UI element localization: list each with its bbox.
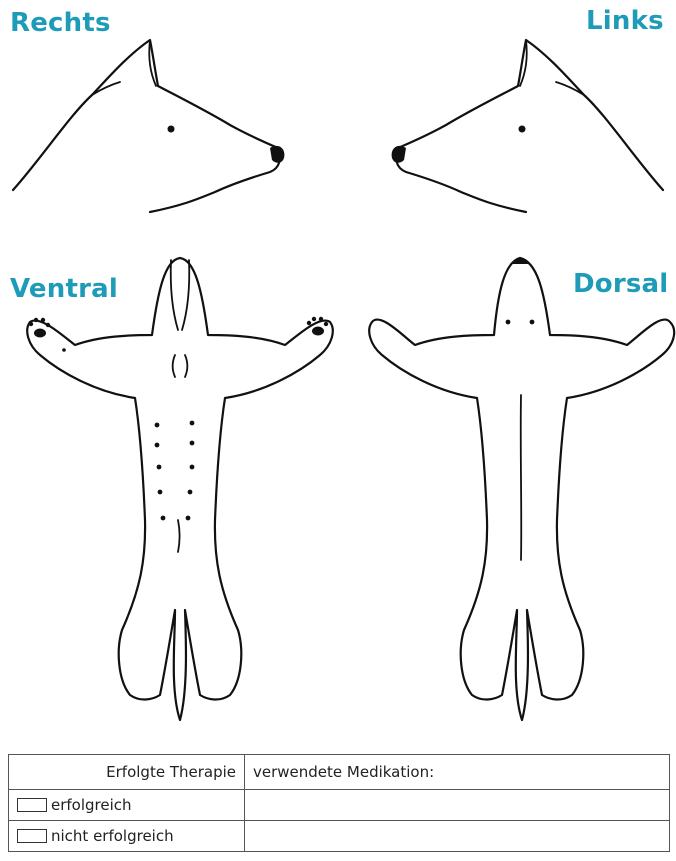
body-ventral [27,258,333,720]
checkbox-successful[interactable] [17,798,47,812]
dorsal-nose [512,258,530,264]
head-left-side [392,40,663,212]
option-unsuccessful-label: nicht erfolgreich [51,827,174,845]
option-unsuccessful[interactable]: nicht erfolgreich [9,821,245,852]
checkbox-unsuccessful[interactable] [17,829,47,843]
medication-field-1[interactable] [245,790,670,821]
table-row: nicht erfolgreich [9,821,670,852]
medication-field-2[interactable] [245,821,670,852]
eye-right [168,126,175,133]
table-header-row: Erfolgte Therapie verwendete Medikation: [9,755,670,790]
dorsal-eye-right [530,320,535,325]
body-dorsal [369,258,674,720]
therapy-header: Erfolgte Therapie [9,755,245,790]
nose-left [392,146,406,163]
medication-header: verwendete Medikation: [245,755,670,790]
option-successful-label: erfolgreich [51,796,132,814]
nose-right [270,146,284,163]
body-diagram [0,0,676,750]
head-right-side [13,40,284,212]
dorsal-eye-left [506,320,511,325]
therapy-table: Erfolgte Therapie verwendete Medikation:… [8,754,670,852]
spine-line [521,395,522,560]
table-row: erfolgreich [9,790,670,821]
option-successful[interactable]: erfolgreich [9,790,245,821]
eye-left [519,126,526,133]
